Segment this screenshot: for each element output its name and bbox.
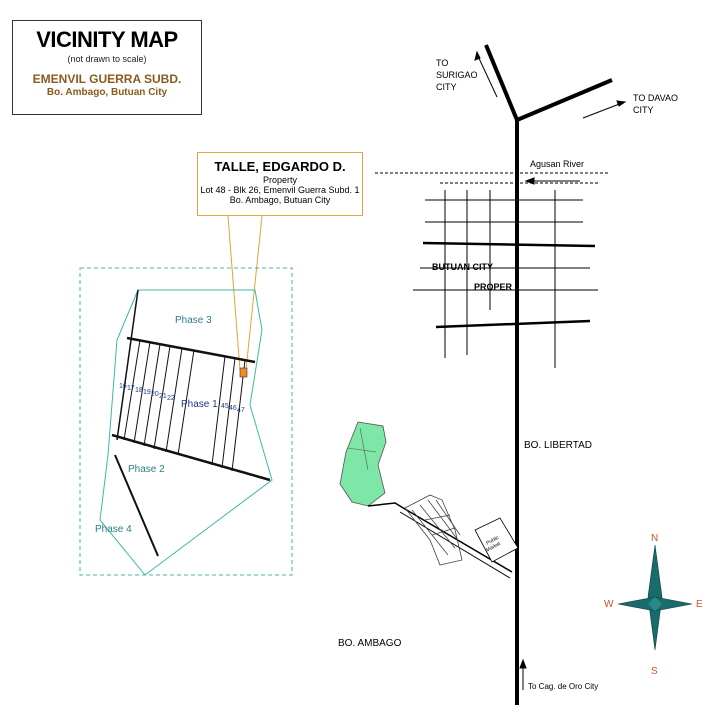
surigao-label-3: CITY	[436, 82, 457, 92]
subdivision-name: EMENVIL GUERRA SUBD.	[32, 72, 182, 86]
road-west-edge	[116, 289, 139, 441]
svg-text:21: 21	[159, 393, 167, 400]
market-label-1: Public	[485, 535, 500, 547]
highway-to-surigao	[484, 44, 519, 121]
city-label-1: BUTUAN CITY	[432, 262, 493, 272]
highway-to-davao	[516, 78, 613, 122]
subdivision-location: Bo. Ambago, Butuan City	[46, 87, 168, 98]
compass-w: W	[604, 599, 614, 610]
callout-leader-right	[245, 215, 263, 371]
libertad-label: BO. LIBERTAD	[524, 440, 592, 451]
road-phase3-divider	[126, 336, 256, 364]
phase1-label: Phase 1	[181, 399, 218, 410]
surigao-label-2: SURIGAO	[436, 70, 478, 80]
cdo-label: To Cag. de Oro City	[528, 682, 598, 691]
property-owner: TALLE, EDGARDO D.	[214, 159, 346, 174]
svg-text:46: 46	[229, 405, 237, 412]
phase3-label: Phase 3	[175, 315, 212, 326]
phase1-lot-lines	[123, 339, 246, 472]
property-marker	[239, 367, 248, 378]
svg-text:18: 18	[135, 387, 143, 394]
property-lot: Lot 48 - Blk 26, Emenvil Guerra Subd. 1	[200, 185, 360, 195]
ambago-label: BO. AMBAGO	[338, 638, 402, 649]
svg-text:19: 19	[143, 389, 151, 396]
city-label-2: PROPER	[474, 282, 513, 292]
surigao-label-1: TO	[436, 58, 448, 68]
property-label: Property	[262, 175, 297, 185]
property-callout: TALLE, EDGARDO D. Property Lot 48 - Blk …	[197, 152, 363, 216]
road-phase4-divider	[114, 454, 159, 557]
city-street-grid	[413, 190, 598, 368]
green-open-area	[339, 421, 387, 507]
svg-text:16: 16	[119, 383, 127, 390]
lot-numbers: 16 17 18 19 20 21 22 45 46 47	[119, 383, 245, 414]
neighbor-subdivision	[404, 494, 463, 566]
river-label: Agusan River	[530, 159, 584, 169]
access-road	[367, 502, 513, 573]
map-title: VICINITY MAP	[36, 27, 178, 52]
road-phase2-divider	[111, 433, 271, 482]
callout-leader-left	[227, 215, 241, 371]
compass-s: S	[651, 666, 658, 677]
svg-text:17: 17	[127, 385, 135, 392]
svg-text:47: 47	[237, 407, 245, 414]
compass-e: E	[696, 599, 703, 610]
svg-text:45: 45	[221, 403, 229, 410]
public-market	[474, 517, 519, 563]
davao-label-2: CITY	[633, 105, 654, 115]
property-address: Bo. Ambago, Butuan City	[229, 195, 331, 205]
scale-note: (not drawn to scale)	[67, 54, 147, 64]
site-boundary	[99, 289, 273, 576]
svg-text:22: 22	[167, 395, 175, 402]
phase2-label: Phase 2	[128, 464, 165, 475]
access-road-edge	[399, 511, 511, 579]
svg-text:20: 20	[151, 391, 159, 398]
davao-label-1: TO DAVAO	[633, 93, 678, 103]
compass-n: N	[651, 533, 658, 544]
compass-rose	[617, 544, 693, 651]
direction-arrows	[474, 50, 627, 690]
title-box: VICINITY MAP (not drawn to scale) EMENVI…	[12, 20, 202, 115]
subdivision-frame	[79, 267, 293, 576]
phase4-label: Phase 4	[95, 524, 132, 535]
